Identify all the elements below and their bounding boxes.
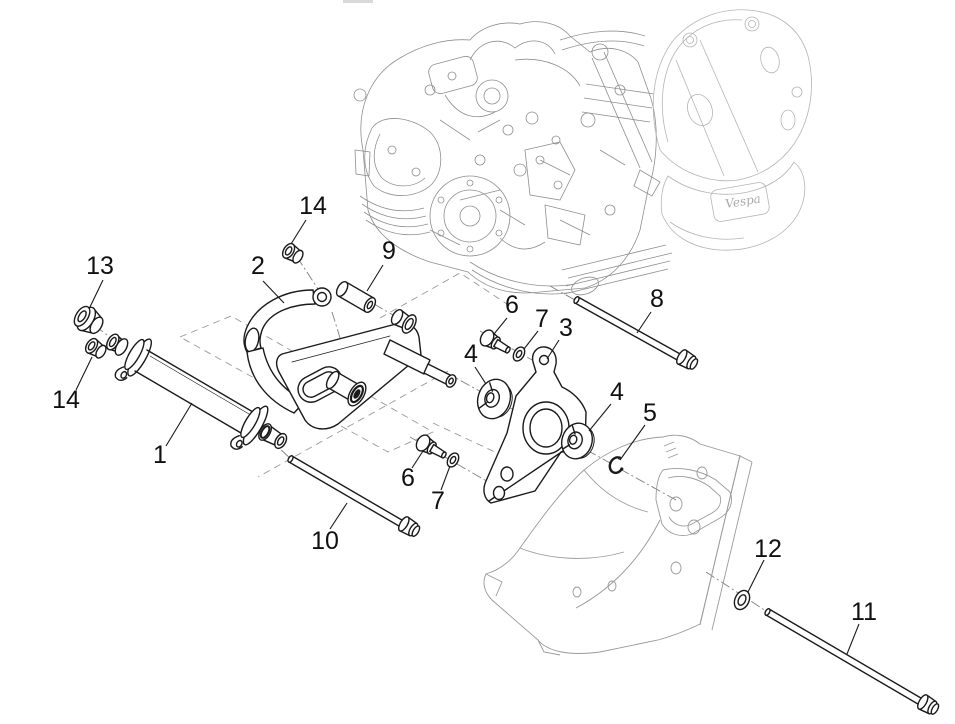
leader-lines [75,219,860,655]
callout-2: 2 [251,252,265,280]
callout-3: 3 [559,314,573,342]
callout-6-upper: 6 [505,291,519,319]
callout-5: 5 [643,399,657,427]
callout-14-left: 14 [52,386,80,414]
frame-illustration [483,434,753,656]
callout-14-top: 14 [299,192,327,220]
center-axes [94,256,767,612]
part-6-bolt-lower [415,434,447,459]
part-13-flanged-bushing [73,305,104,335]
part-1-pivot-tube [106,333,288,450]
part-9-pin [335,281,377,313]
callout-11: 11 [851,598,877,626]
callout-8: 8 [650,285,664,313]
part-3-support-bracket [483,346,587,504]
part-14-nut-top [281,242,304,264]
top-scrollbar-fragment [343,0,373,3]
part-5-circlip [608,456,624,475]
callout-9: 9 [382,237,396,265]
callout-6-lower: 6 [401,464,415,492]
part-12-washer [733,589,751,611]
part-8-bolt [573,296,699,370]
engine-illustration [353,21,673,296]
part-7-washer-lower [446,452,460,468]
part-6-bolt-upper [479,329,511,354]
callout-4-right: 4 [610,378,624,406]
rear-cowl-illustration [652,9,812,251]
callout-10: 10 [311,527,339,555]
callout-7-lower: 7 [431,487,445,515]
callout-1: 1 [153,441,167,469]
callout-4-left: 4 [464,340,478,368]
part-4-buffer-right [560,422,595,460]
callout-13: 13 [86,252,114,280]
part-14-nut-left [84,337,107,359]
part-4-buffer-left [476,378,513,420]
vespa-logo-text: Vespa [724,192,761,211]
part-11-bolt [764,608,940,715]
part-7-washer-upper [512,346,526,362]
callout-12: 12 [754,535,782,563]
part-2-swing-arm [243,287,457,430]
callout-7-upper: 7 [535,305,549,333]
part-10-bolt [287,455,421,537]
